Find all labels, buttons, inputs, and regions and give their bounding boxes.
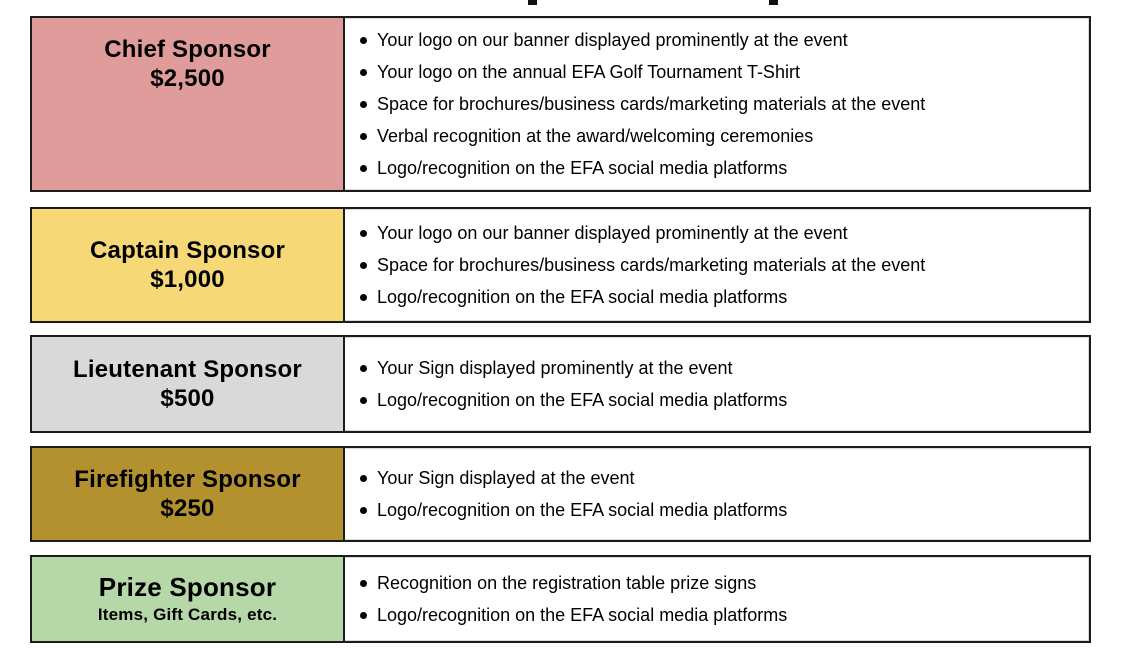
tier-name: Firefighter Sponsor (74, 465, 301, 493)
tier-price: $2,500 (150, 65, 225, 93)
benefit-text: Your logo on our banner displayed promin… (377, 223, 848, 243)
benefits-list: Your logo on our banner displayed promin… (345, 18, 1089, 190)
tier-price: $250 (160, 495, 215, 522)
bullet-icon (360, 132, 367, 140)
benefit-text: Verbal recognition at the award/welcomin… (377, 126, 814, 146)
benefit-item: Your logo on our banner displayed promin… (360, 222, 1081, 244)
bullet-icon (360, 579, 367, 587)
tier-row-captain-sponsor: Captain Sponsor $1,000 Your logo on our … (30, 207, 1091, 323)
bullet-icon (360, 100, 367, 108)
tier-subtitle: Items, Gift Cards, etc. (97, 604, 278, 624)
bullet-icon (360, 229, 367, 237)
benefit-text: Your logo on the annual EFA Golf Tournam… (377, 62, 800, 82)
benefit-text: Your Sign displayed at the event (377, 468, 635, 488)
benefits-list: Your Sign displayed prominently at the e… (345, 337, 1089, 431)
tier-label-cell: Firefighter Sponsor $250 (32, 448, 345, 540)
bullet-icon (360, 36, 367, 44)
benefit-text: Space for brochures/business cards/marke… (377, 255, 926, 275)
bullet-icon (360, 261, 367, 269)
benefit-item: Logo/recognition on the EFA social media… (360, 157, 1081, 179)
benefit-item: Space for brochures/business cards/marke… (360, 93, 1081, 115)
bullet-icon (360, 506, 367, 514)
tier-benefits-cell: Your logo on our banner displayed promin… (345, 209, 1089, 321)
benefit-text: Logo/recognition on the EFA social media… (377, 287, 788, 307)
benefit-item: Logo/recognition on the EFA social media… (360, 389, 1081, 411)
bullet-icon (360, 474, 367, 482)
tier-benefits-cell: Your Sign displayed prominently at the e… (345, 337, 1089, 431)
benefit-text: Logo/recognition on the EFA social media… (377, 158, 788, 178)
tier-label-cell: Prize Sponsor Items, Gift Cards, etc. (32, 557, 345, 641)
benefit-item: Your Sign displayed prominently at the e… (360, 357, 1081, 379)
bullet-icon (360, 68, 367, 76)
tier-label-cell: Lieutenant Sponsor $500 (32, 337, 345, 431)
benefits-list: Recognition on the registration table pr… (345, 557, 1089, 641)
tier-benefits-cell: Recognition on the registration table pr… (345, 557, 1089, 641)
tier-name: Captain Sponsor (89, 236, 285, 264)
tier-row-firefighter-sponsor: Firefighter Sponsor $250 Your Sign displ… (30, 446, 1091, 542)
benefit-item: Space for brochures/business cards/marke… (360, 254, 1081, 276)
cut-off-title-fragment (769, 0, 778, 5)
benefit-item: Your logo on our banner displayed promin… (360, 29, 1081, 51)
tier-benefits-cell: Your logo on our banner displayed promin… (345, 18, 1089, 190)
benefit-item: Logo/recognition on the EFA social media… (360, 604, 1081, 626)
tier-name: Lieutenant Sponsor (73, 355, 302, 383)
benefit-text: Logo/recognition on the EFA social media… (377, 390, 788, 410)
benefit-text: Logo/recognition on the EFA social media… (377, 500, 788, 520)
bullet-icon (360, 164, 367, 172)
tier-row-lieutenant-sponsor: Lieutenant Sponsor $500 Your Sign displa… (30, 335, 1091, 433)
benefit-text: Recognition on the registration table pr… (377, 573, 757, 593)
cut-off-title-fragment (528, 0, 537, 5)
tier-label-cell: Captain Sponsor $1,000 (32, 209, 345, 321)
benefit-text: Logo/recognition on the EFA social media… (377, 605, 788, 625)
bullet-icon (360, 364, 367, 372)
benefit-item: Your Sign displayed at the event (360, 467, 1081, 489)
tier-price: $1,000 (150, 266, 225, 293)
bullet-icon (360, 611, 367, 619)
benefit-text: Your Sign displayed prominently at the e… (377, 358, 733, 378)
bullet-icon (360, 293, 367, 301)
benefits-list: Your Sign displayed at the event Logo/re… (345, 448, 1089, 540)
tier-benefits-cell: Your Sign displayed at the event Logo/re… (345, 448, 1089, 540)
benefits-list: Your logo on our banner displayed promin… (345, 209, 1089, 321)
benefit-item: Verbal recognition at the award/welcomin… (360, 125, 1081, 147)
tier-row-prize-sponsor: Prize Sponsor Items, Gift Cards, etc. Re… (30, 555, 1091, 643)
benefit-item: Your logo on the annual EFA Golf Tournam… (360, 61, 1081, 83)
benefit-text: Space for brochures/business cards/marke… (377, 94, 926, 114)
tier-price: $500 (160, 385, 215, 412)
tier-label-cell: Chief Sponsor $2,500 (32, 18, 345, 190)
benefit-text: Your logo on our banner displayed promin… (377, 30, 848, 50)
benefit-item: Recognition on the registration table pr… (360, 572, 1081, 594)
bullet-icon (360, 396, 367, 404)
benefit-item: Logo/recognition on the EFA social media… (360, 499, 1081, 521)
tier-name: Prize Sponsor (98, 572, 277, 603)
tier-row-chief-sponsor: Chief Sponsor $2,500 Your logo on our ba… (30, 16, 1091, 192)
tier-name: Chief Sponsor (104, 36, 271, 63)
benefit-item: Logo/recognition on the EFA social media… (360, 286, 1081, 308)
